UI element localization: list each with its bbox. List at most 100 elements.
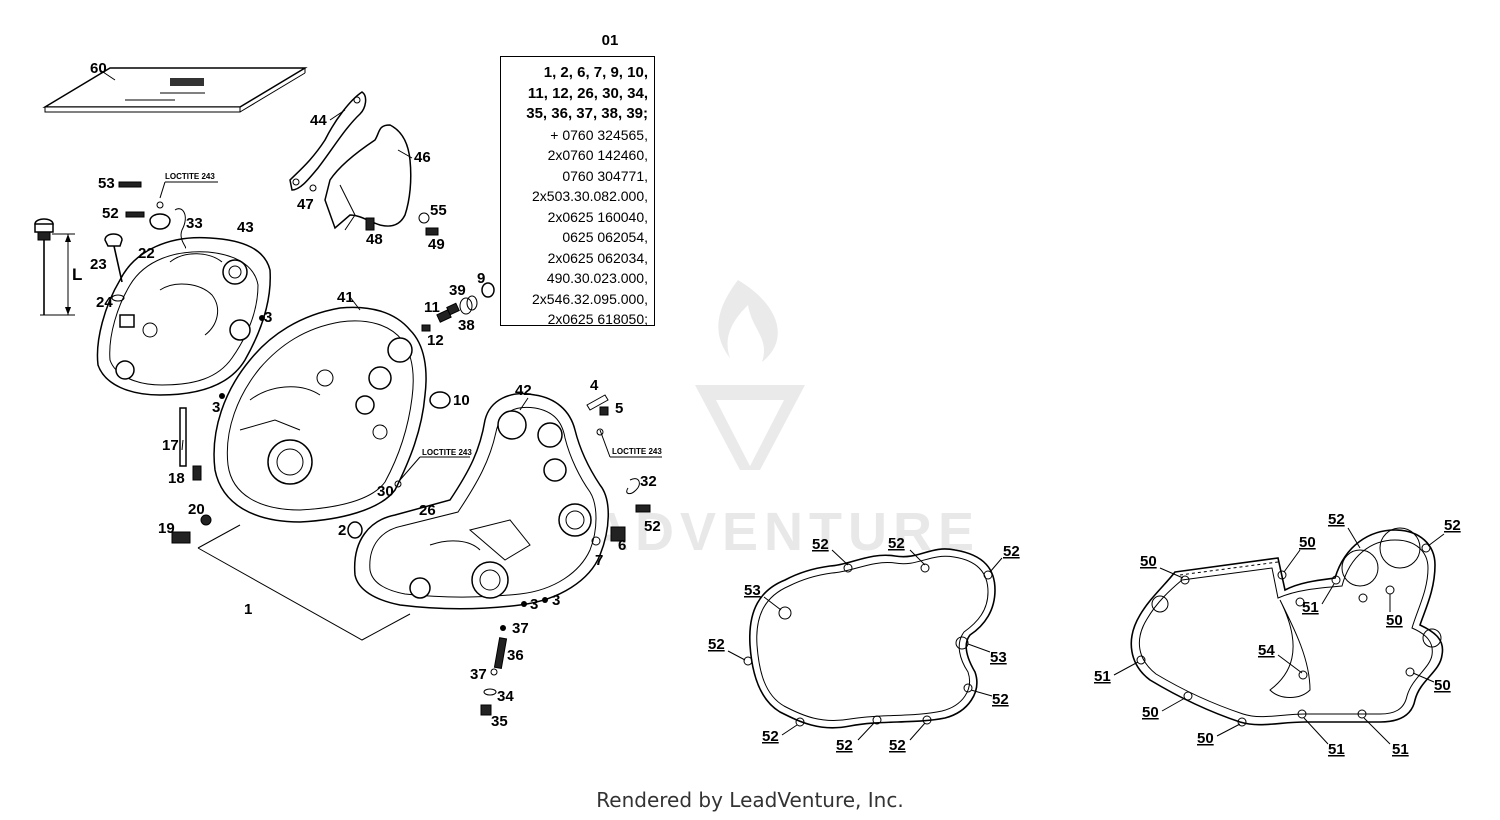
callout-7: 7 [595,552,603,569]
kit-line: 2x546.32.095.000, [532,290,648,307]
loctite-note-3: LOCTITE 243 [612,447,662,456]
callout-38: 38 [458,317,475,334]
callout-37: 37 [512,620,529,637]
gasket-callout-50: 50 [1197,730,1214,747]
gasket-callout-50: 50 [1142,704,1159,721]
callout-9: 9 [477,270,485,287]
loctite-note-1: LOCTITE 243 [165,172,215,181]
bearings-seals-parts [421,282,495,409]
loctite-note-2: LOCTITE 243 [422,448,472,457]
callout-49: 49 [428,236,445,253]
callout-3: 3 [530,596,538,613]
callout-52: 52 [102,205,119,222]
footer-credit: Rendered by LeadVenture, Inc. [596,788,904,812]
left-gasket-labels: 52 52 52 53 52 53 52 52 52 52 [708,535,1020,754]
callout-30: 30 [377,483,394,500]
callout-37: 37 [470,666,487,683]
gasket-callout-52: 52 [836,737,853,754]
crankcase-gasket [1130,527,1444,727]
small-parts-upper-left [104,181,265,399]
callout-17: 17 [162,437,179,454]
callout-35: 35 [491,713,508,730]
gasket-callout-52: 52 [812,536,829,553]
callout-1: 1 [244,601,252,618]
callout-23: 23 [90,256,107,273]
callout-42: 42 [515,382,532,399]
callout-46: 46 [414,149,431,166]
kit-line: 0760 304771, [562,167,648,184]
callout-24: 24 [96,294,113,311]
callout-43: 43 [237,219,254,236]
left-cover-gasket [743,548,996,729]
callout-20: 20 [188,501,205,518]
kit-line: 490.30.023.000, [546,270,648,286]
callout-53: 53 [98,175,115,192]
callout-6: 6 [618,537,626,554]
gasket-callout-50: 50 [1299,534,1316,551]
gasket-callout-50: 50 [1434,677,1451,694]
callout-36: 36 [507,647,524,664]
callout-52: 52 [644,518,661,535]
callout-3: 3 [552,592,560,609]
callout-18: 18 [168,470,185,487]
callout-2: 2 [338,522,346,539]
gasket-callout-51: 51 [1094,668,1111,685]
callout-3: 3 [264,309,272,326]
callout-26: 26 [419,502,436,519]
callout-5: 5 [615,400,623,417]
gasket-callout-52: 52 [889,737,906,754]
callout-4: 4 [590,377,599,394]
gasket-callout-52: 52 [708,636,725,653]
owners-manual-part-60 [42,67,308,113]
gasket-callout-54: 54 [1258,642,1275,659]
callout-39: 39 [449,282,466,299]
gasket-callout-50: 50 [1140,553,1157,570]
gasket-callout-50: 50 [1386,612,1403,629]
kit-line: 11, 12, 26, 30, 34, [527,84,648,102]
callout-48: 48 [366,231,383,248]
gasket-callout-51: 51 [1302,599,1319,616]
callout-3: 3 [212,399,220,416]
gasket-callout-53: 53 [744,582,761,599]
kit-line: 2x0625 160040, [547,208,648,225]
gasket-callout-52: 52 [992,691,1009,708]
callout-12: 12 [427,332,444,349]
callout-41: 41 [337,289,354,306]
gasket-callout-52: 52 [1003,543,1020,560]
callout-33: 33 [186,215,203,232]
dimension-l-label: L [72,265,82,284]
callout-55: 55 [430,202,447,219]
gasket-callout-53: 53 [990,649,1007,666]
callout-32: 32 [640,473,657,490]
callout-44: 44 [310,112,327,129]
watermark-text: ADVENTURE [590,502,980,562]
dipstick-part [34,218,75,316]
watermark-logo: ADVENTURE [590,280,980,562]
clutch-cover-part-43 [96,236,271,396]
kit-line: 2x0625 618050; [547,311,648,327]
kit-contents-box: 1, 2, 6, 7, 9, 10, 11, 12, 26, 30, 34, 3… [500,56,655,327]
kit-line: 35, 36, 37, 38, 39; [526,105,648,122]
gasket-callout-52: 52 [888,535,905,552]
right-crankcase-part-42 [353,393,609,610]
callout-47: 47 [297,196,314,213]
gasket-callout-52: 52 [762,728,779,745]
kit-line: 2x0625 062034, [547,249,648,266]
callout-34: 34 [497,688,514,705]
callout-22: 22 [138,245,155,262]
kit-line: 2x0760 142460, [547,147,648,163]
kit-line: 2x503.30.082.000, [532,188,648,204]
gasket-callout-51: 51 [1392,741,1409,758]
callout-19: 19 [158,520,175,537]
callout-60: 60 [90,60,107,77]
fasteners-right [347,394,651,716]
kit-line: 1, 2, 6, 7, 9, 10, [543,64,648,81]
gasket-callout-52: 52 [1444,517,1461,534]
kit-line: + 0760 324565, [550,126,648,143]
callout-10: 10 [453,392,470,409]
leader-lines [99,69,529,451]
callout-11: 11 [424,299,440,316]
gasket-callout-51: 51 [1328,741,1345,758]
kit-line: 0625 062054, [562,229,648,245]
